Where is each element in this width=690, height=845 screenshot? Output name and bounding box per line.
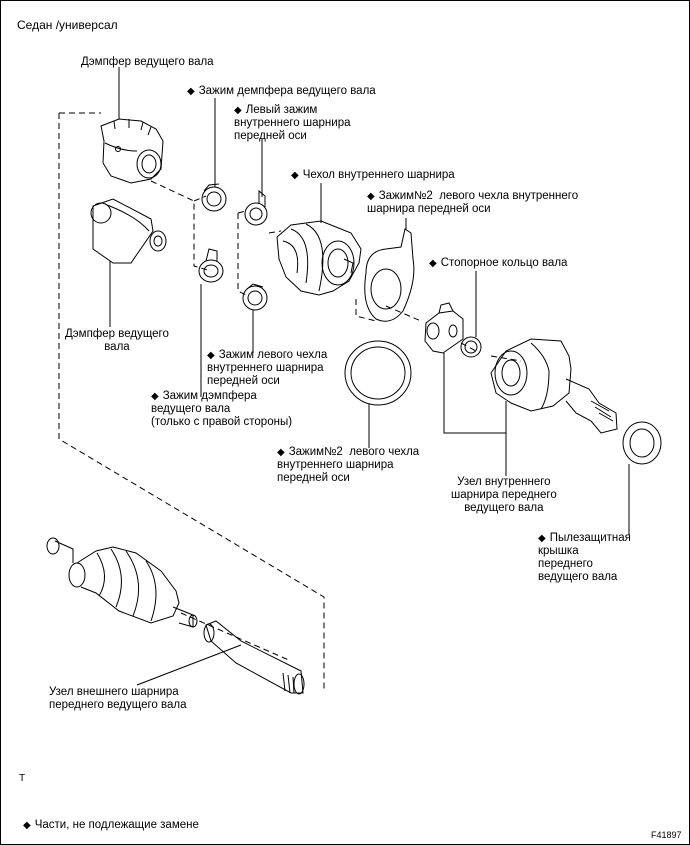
non-reusable-marker-icon: ◆ xyxy=(367,191,375,202)
inner-joint-boot-part xyxy=(276,220,362,296)
label-clamp-no2-right: ◆Зажим№2 левого чехла внутреннего шарнир… xyxy=(367,190,579,215)
leader-lines xyxy=(109,67,630,686)
label-boot-clamp-left: ◆Зажим левого чехла внутреннего шарнира … xyxy=(207,349,328,387)
label-snap-ring: ◆Стопорное кольцо вала xyxy=(429,257,568,269)
inner-joint-housing-part xyxy=(490,338,618,434)
clamp-no2-lower-part xyxy=(344,340,412,406)
boot-clamp-left-lower xyxy=(242,283,268,311)
t-mark: T xyxy=(19,773,26,784)
non-reusable-marker-icon: ◆ xyxy=(538,533,546,544)
damper-clamp-upper xyxy=(201,183,227,212)
non-reusable-marker-icon: ◆ xyxy=(23,820,31,831)
dynamic-damper-top-part xyxy=(100,118,164,184)
page-title: Седан /универсал xyxy=(17,18,118,32)
label-outer-joint-assembly: Узел внешнего шарнира переднего ведущего… xyxy=(49,686,187,711)
label-damper-clamp: ◆Зажим демпфера ведущего вала xyxy=(187,85,376,97)
figure-code: F41897 xyxy=(651,830,682,840)
label-dust-cover: ◆Пылезащитная крышка переднего ведущего … xyxy=(538,532,631,583)
label-inner-joint-assembly: Узел внутреннего шарнира переднего ведущ… xyxy=(451,476,557,514)
assembly-dashed-outline xyxy=(58,112,522,691)
dynamic-damper-bottom-part xyxy=(90,198,167,264)
clamp-no2-upper-part xyxy=(364,228,415,322)
non-reusable-marker-icon: ◆ xyxy=(187,86,195,97)
label-clamp-no2-bottom: ◆Зажим№2 левого чехла внутреннего шарнир… xyxy=(277,446,420,484)
non-reusable-marker-icon: ◆ xyxy=(234,105,242,116)
tripod-joint-part xyxy=(424,302,464,354)
non-reusable-marker-icon: ◆ xyxy=(207,350,215,361)
label-damper-clamp-right-only: ◆Зажим дэмпфера ведущего вала (только с … xyxy=(151,390,293,428)
non-reusable-marker-icon: ◆ xyxy=(277,447,285,458)
label-inner-boot: ◆Чехол внутреннего шарнира xyxy=(291,169,455,181)
left-inner-clamp-upper xyxy=(244,189,268,226)
non-reusable-marker-icon: ◆ xyxy=(429,258,437,269)
label-dynamic-damper-bottom: Дэмпфер ведущего вала xyxy=(65,328,169,353)
snap-ring-part xyxy=(460,336,482,358)
outer-joint-assembly-part xyxy=(46,537,305,695)
dust-cover-part xyxy=(622,421,662,465)
non-reusable-marker-icon: ◆ xyxy=(291,170,299,181)
label-left-inner-clamp: ◆Левый зажим внутреннего шарнира передне… xyxy=(234,104,351,142)
non-reusable-marker-icon: ◆ xyxy=(151,391,159,402)
legend: ◆Части, не подлежащие замене xyxy=(23,819,199,831)
label-dynamic-damper-top: Дэмпфер ведущего вала xyxy=(81,56,214,68)
damper-clamp-lower xyxy=(198,248,224,283)
